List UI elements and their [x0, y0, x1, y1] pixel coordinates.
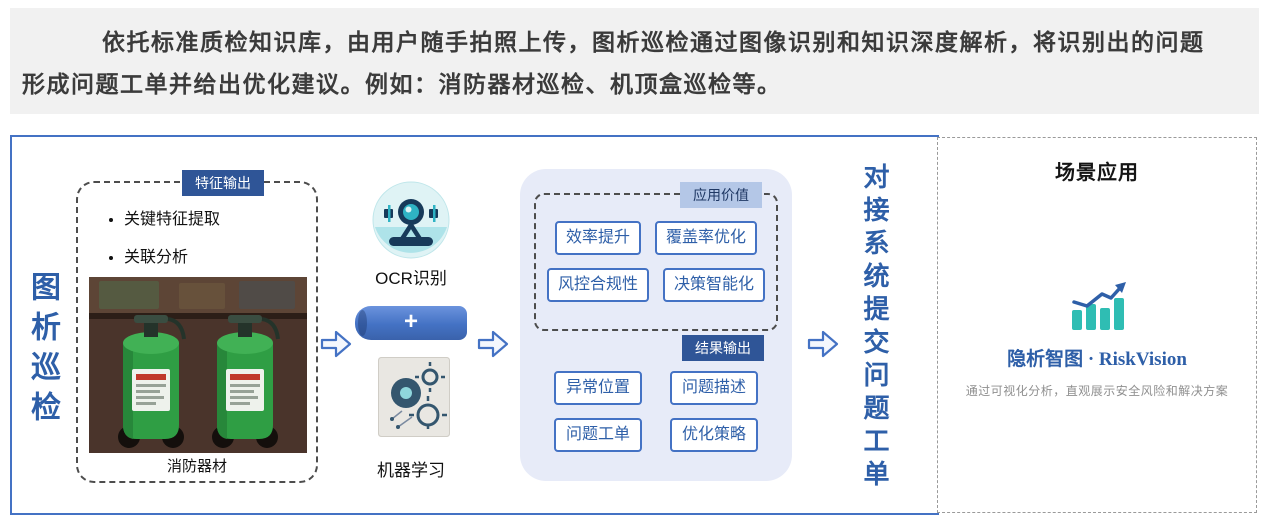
ocr-scan-icon — [372, 181, 450, 259]
machine-learning-label: 机器学习 — [377, 461, 445, 480]
diagram-title-vertical: 图析巡检 — [26, 271, 59, 431]
output-chip: 优化策略 — [670, 418, 758, 452]
plus-ribbon: + — [355, 306, 467, 340]
scene-title: 场景应用 — [1055, 162, 1139, 184]
flow-arrow-icon — [805, 326, 841, 362]
product-name: 隐析智图 · RiskVision — [1007, 349, 1187, 370]
output-chip: 问题描述 — [670, 371, 758, 405]
machine-learning-image — [378, 357, 450, 437]
fire-extinguishers-photo — [89, 277, 307, 453]
result-output-badge: 结果输出 — [682, 335, 764, 361]
feature-bullet-list: 关键特征提取 关联分析 — [124, 205, 316, 267]
application-value-badge: 应用价值 — [680, 182, 762, 208]
intro-line-1: 依托标准质检知识库，由用户随手拍照上传，图析巡检通过图像识别和知识深度解析，将识… — [102, 29, 1205, 55]
results-panel: 应用价值 效率提升 覆盖率优化 风控合规性 决策智能化 结果输出 异常位置 问题… — [520, 169, 792, 481]
flow-diagram-panel: 图析巡检 特征输出 关键特征提取 关联分析 — [10, 135, 939, 515]
plus-sign: + — [403, 308, 418, 335]
output-chip: 问题工单 — [554, 418, 642, 452]
feature-output-box: 特征输出 关键特征提取 关联分析 — [76, 170, 318, 483]
bar-chart-trend-icon — [1070, 282, 1126, 332]
application-value-box: 应用价值 效率提升 覆盖率优化 风控合规性 决策智能化 — [534, 182, 778, 331]
intro-line-2: 形成问题工单并给出优化建议。例如：消防器材巡检、机顶盒巡检等。 — [22, 71, 782, 97]
scene-application-panel: 场景应用 隐析智图 · RiskVision 通过可视化分析，直观展示安全风险和… — [937, 137, 1257, 513]
feature-bullet: 关键特征提取 — [124, 205, 316, 229]
value-chip: 效率提升 — [554, 221, 641, 255]
flow-arrow-icon — [475, 326, 511, 362]
value-chip: 决策智能化 — [663, 268, 766, 302]
output-chip: 异常位置 — [554, 371, 642, 405]
value-chip: 覆盖率优化 — [655, 221, 758, 255]
feature-output-badge: 特征输出 — [182, 170, 264, 196]
photo-caption: 消防器材 — [166, 458, 227, 475]
value-chip: 风控合规性 — [546, 268, 649, 302]
feature-bullet: 关联分析 — [124, 243, 316, 267]
flow-arrow-icon — [318, 326, 354, 362]
ocr-label: OCR识别 — [375, 269, 447, 288]
submit-ticket-vertical-title: 对接系统提交问题工单 — [860, 163, 890, 493]
intro-banner: 依托标准质检知识库，由用户随手拍照上传，图析巡检通过图像识别和知识深度解析，将识… — [10, 8, 1259, 114]
product-description: 通过可视化分析，直观展示安全风险和解决方案 — [965, 384, 1229, 398]
result-output-grid: 异常位置 问题描述 问题工单 优化策略 — [520, 371, 792, 452]
